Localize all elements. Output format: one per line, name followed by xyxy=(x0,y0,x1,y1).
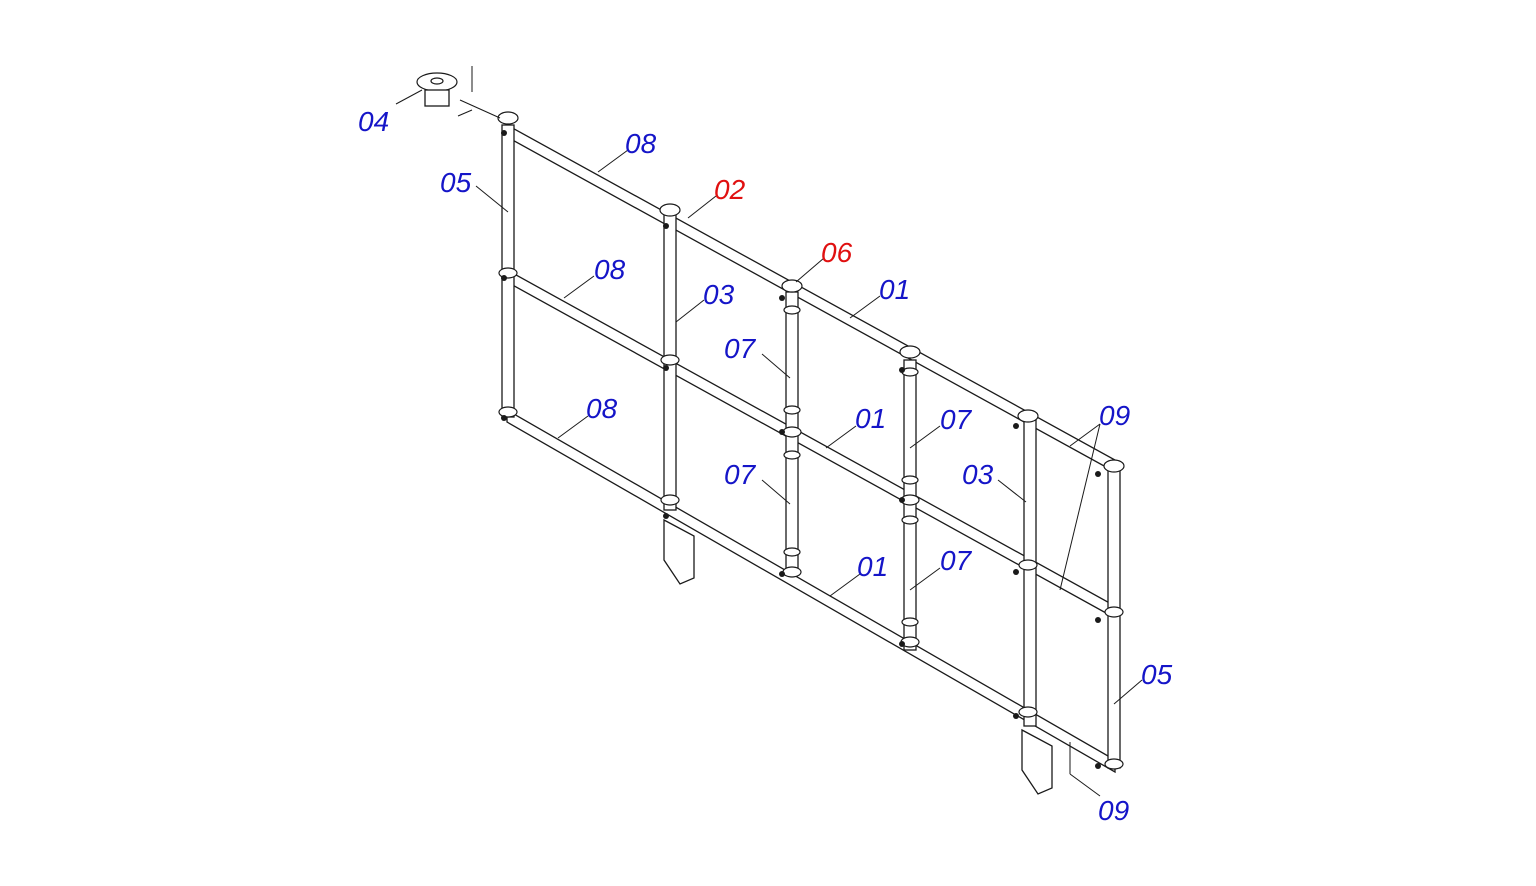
bolt xyxy=(663,223,669,229)
bolt xyxy=(1095,617,1101,623)
leader-07c xyxy=(761,479,791,505)
end-cap-part xyxy=(416,66,501,119)
leader-01b xyxy=(825,425,857,449)
callout-02: 02 xyxy=(714,174,746,205)
bolt xyxy=(501,130,507,136)
bolt xyxy=(501,415,507,421)
bolt xyxy=(779,429,785,435)
callout-09: 09 xyxy=(1098,795,1129,826)
bolt xyxy=(779,295,785,301)
bolt xyxy=(1095,763,1101,769)
callout-01: 01 xyxy=(855,403,886,434)
clamp-ring xyxy=(1104,606,1124,618)
callout-08: 08 xyxy=(594,254,626,285)
leader-02 xyxy=(687,195,717,219)
callout-03: 03 xyxy=(703,279,735,310)
collar-ring xyxy=(783,405,801,415)
base-plate-left xyxy=(663,518,695,585)
bolt xyxy=(1013,713,1019,719)
callout-01: 01 xyxy=(879,274,910,305)
clamp-ring xyxy=(899,345,921,359)
leader-07a xyxy=(761,353,791,379)
leader-05a xyxy=(475,185,509,213)
callout-08: 08 xyxy=(586,393,618,424)
callout-06: 06 xyxy=(821,237,853,268)
clamp-fittings xyxy=(497,111,1125,770)
clamp-ring xyxy=(1018,706,1038,718)
collar-ring xyxy=(783,305,801,315)
callout-05: 05 xyxy=(1141,659,1173,690)
clamp-ring xyxy=(1017,409,1039,423)
leader-09b xyxy=(1069,773,1101,797)
leader-08a xyxy=(597,149,629,173)
bolt xyxy=(663,513,669,519)
bolt xyxy=(1013,423,1019,429)
clamp-ring xyxy=(782,426,802,438)
leader-09a-2 xyxy=(1059,423,1101,591)
callout-04: 04 xyxy=(358,106,389,137)
bolt xyxy=(663,365,669,371)
leader-01c xyxy=(829,573,861,597)
leader-05b xyxy=(1113,679,1143,705)
callout-07: 07 xyxy=(940,545,973,576)
collar-ring xyxy=(901,475,919,485)
end-cap-axis xyxy=(459,99,501,119)
callout-08: 08 xyxy=(625,128,657,159)
collar-ring xyxy=(901,617,919,627)
leader-06 xyxy=(795,257,825,283)
collar-ring xyxy=(901,515,919,525)
leader-08c xyxy=(557,415,589,439)
base-plates xyxy=(663,518,1053,795)
leader-lines xyxy=(395,89,1143,797)
bolt xyxy=(501,275,507,281)
bolt xyxy=(779,571,785,577)
leader-04 xyxy=(395,89,423,105)
callout-03: 03 xyxy=(962,459,994,490)
post-03-right xyxy=(1023,419,1037,727)
callout-07: 07 xyxy=(724,459,757,490)
leader-07d xyxy=(909,567,941,591)
leader-08b xyxy=(563,275,595,299)
clamp-ring xyxy=(660,354,680,366)
callout-05: 05 xyxy=(440,167,472,198)
callout-07: 07 xyxy=(724,333,757,364)
leader-03b xyxy=(997,479,1027,503)
leader-01a xyxy=(849,295,881,319)
end-cap-hole xyxy=(430,77,444,85)
collar-ring xyxy=(783,547,801,557)
clamp-ring xyxy=(660,494,680,506)
clamp-ring xyxy=(498,406,518,418)
base-plate-right xyxy=(1021,728,1053,795)
bolt xyxy=(899,367,905,373)
bolt xyxy=(1013,569,1019,575)
clamp-ring xyxy=(659,203,681,217)
end-cap-body xyxy=(424,89,450,107)
bolt xyxy=(1095,471,1101,477)
callout-labels: 04 08 05 02 06 08 03 01 07 08 01 07 09 0… xyxy=(358,106,1173,826)
end-cap-axis xyxy=(457,109,473,117)
collar-ring xyxy=(783,450,801,460)
clamp-ring xyxy=(1018,559,1038,571)
clamp-ring xyxy=(781,279,803,293)
clamp-ring xyxy=(1104,758,1124,770)
clamp-ring xyxy=(782,566,802,578)
leader-07b xyxy=(909,425,941,449)
bolt xyxy=(899,641,905,647)
callout-07: 07 xyxy=(940,404,973,435)
leader-03a xyxy=(675,299,705,323)
callout-01: 01 xyxy=(857,551,888,582)
callout-09: 09 xyxy=(1099,400,1130,431)
clamp-ring xyxy=(497,111,519,125)
clamp-ring xyxy=(1103,459,1125,473)
bolt xyxy=(899,497,905,503)
leader-09a-1 xyxy=(1069,423,1101,447)
